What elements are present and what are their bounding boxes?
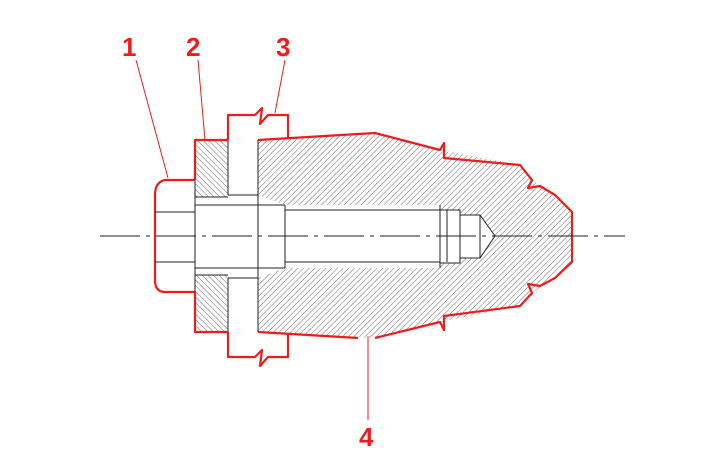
label-4: 4 xyxy=(359,422,374,452)
label-1: 1 xyxy=(122,32,136,62)
label-3: 3 xyxy=(276,32,290,62)
label-2: 2 xyxy=(186,32,200,62)
leader-3 xyxy=(274,59,286,114)
leader-1 xyxy=(135,59,169,179)
part-2-washer xyxy=(193,138,228,334)
leader-2 xyxy=(197,59,206,141)
